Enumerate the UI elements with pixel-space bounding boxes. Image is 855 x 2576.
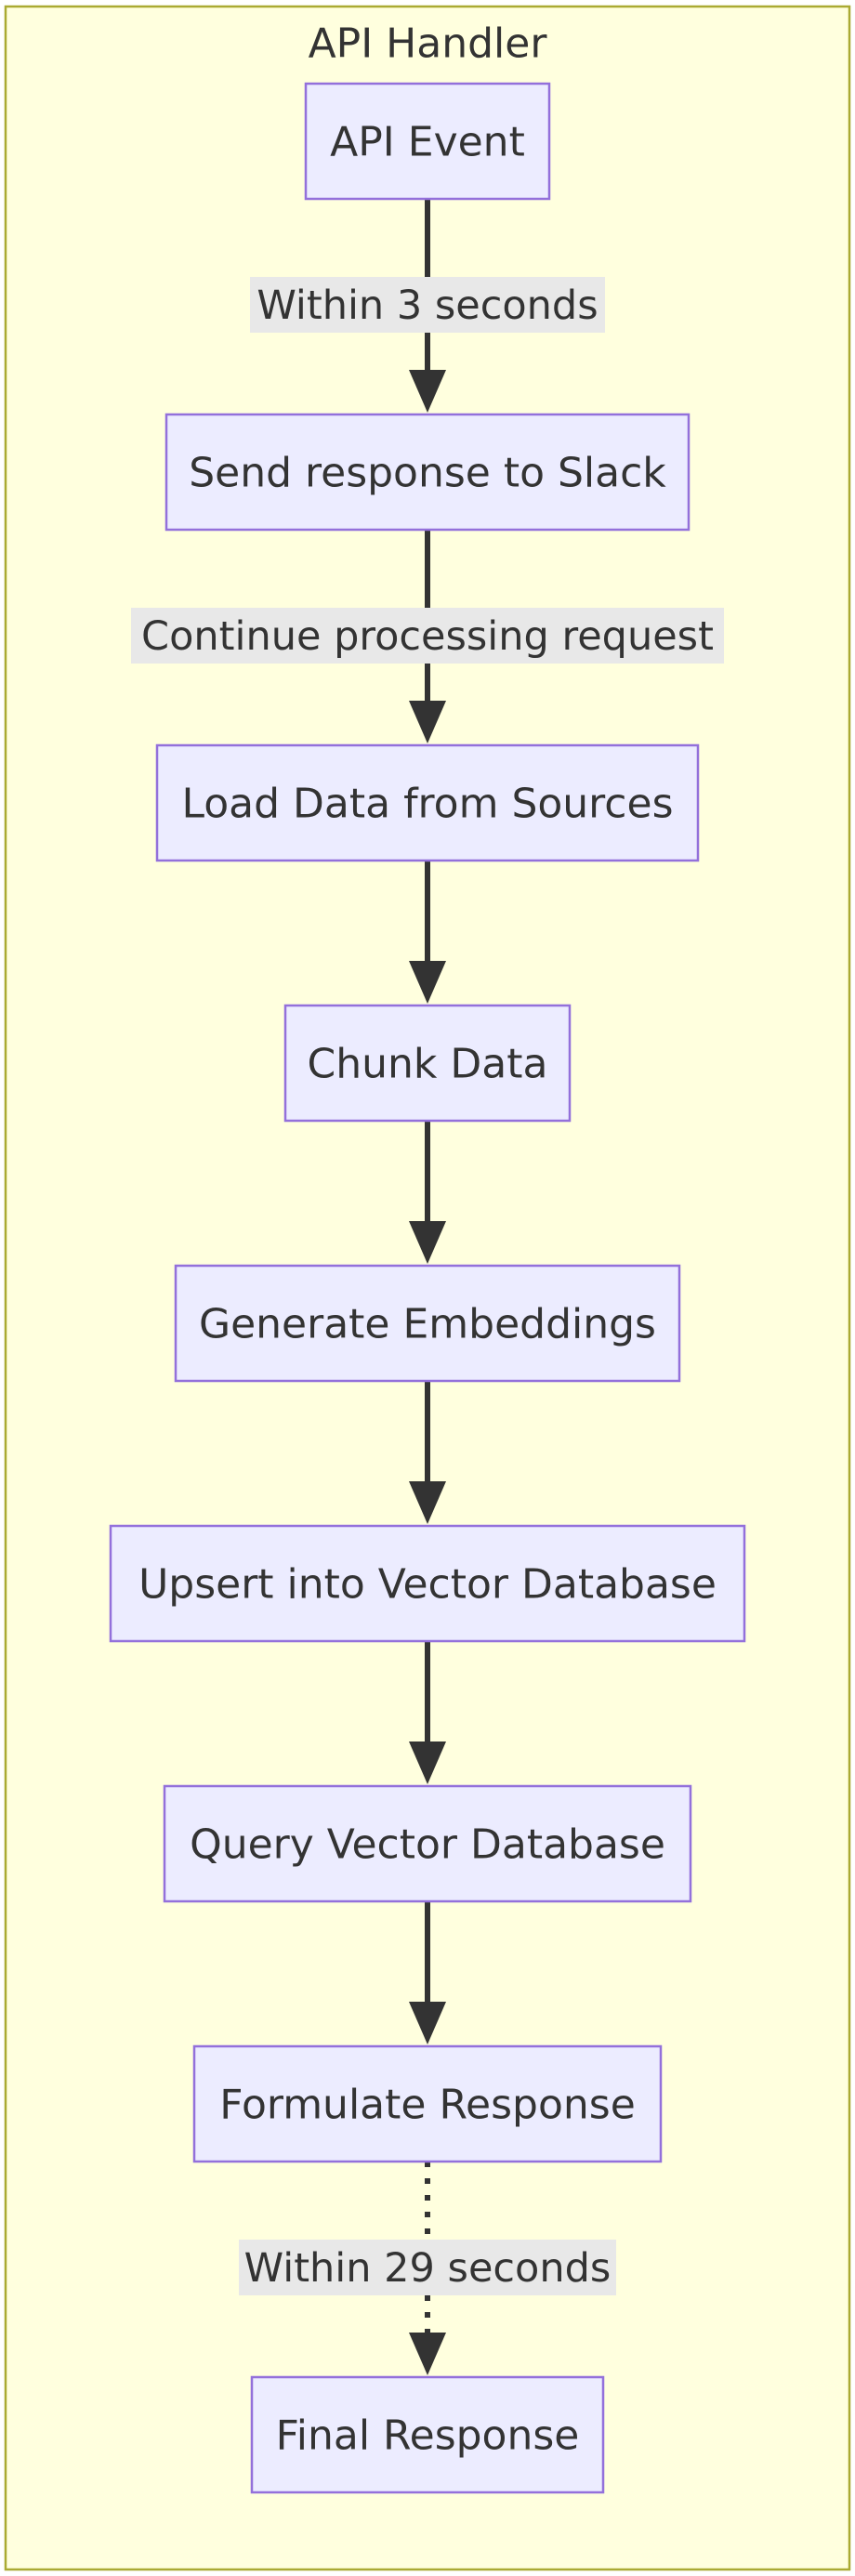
arrowhead	[409, 1741, 446, 1784]
node-box	[155, 743, 700, 862]
edge-label: Continue processing request	[141, 613, 714, 660]
node-upsert-into-vector-database: Upsert into Vector Database	[109, 1524, 746, 1643]
node-label: Query Vector Database	[190, 1821, 665, 1869]
node-box	[164, 413, 691, 532]
node-load-data-from-sources: Load Data from Sources	[155, 743, 700, 862]
node-box	[192, 2044, 663, 2163]
node-send-response-to-slack: Send response to Slack	[164, 413, 691, 532]
node-box	[283, 1004, 572, 1123]
node-box	[250, 2375, 605, 2494]
node-label: API Event	[330, 119, 525, 166]
node-generate-embeddings: Generate Embeddings	[174, 1264, 681, 1383]
node-chunk-data: Chunk Data	[283, 1004, 572, 1123]
node-label: Final Response	[276, 2412, 580, 2460]
arrowhead	[409, 2002, 446, 2044]
node-label: Load Data from Sources	[181, 781, 673, 828]
edge-label-background	[131, 608, 724, 664]
edge-query-to-formulate	[409, 1901, 446, 2044]
edge-label: Within 3 seconds	[256, 283, 598, 329]
edge-generate-embeddings-to-upsert	[409, 1381, 446, 1524]
edge-label-background	[250, 277, 605, 333]
edge-send-response-to-load-data: Continue processing request	[131, 530, 724, 743]
edge-label: Within 29 seconds	[244, 2245, 612, 2292]
arrowhead	[409, 961, 446, 1004]
node-label: Generate Embeddings	[199, 1301, 656, 1348]
edge-upsert-to-query	[409, 1641, 446, 1784]
edge-api-event-to-send-response: Within 3 seconds	[250, 199, 605, 413]
node-final-response: Final Response	[250, 2375, 605, 2494]
edge-load-data-to-chunk-data	[409, 861, 446, 1004]
arrowhead	[409, 701, 446, 743]
cluster-title: API Handler	[309, 20, 548, 68]
arrowhead	[409, 1221, 446, 1264]
arrowhead	[409, 2333, 446, 2375]
node-label: Formulate Response	[219, 2082, 636, 2129]
node-api-event: API Event	[304, 82, 551, 201]
node-query-vector-database: Query Vector Database	[163, 1784, 692, 1903]
edge-chunk-data-to-generate-embeddings	[409, 1121, 446, 1264]
node-label: Upsert into Vector Database	[138, 1561, 717, 1609]
node-box	[304, 82, 551, 201]
node-box	[109, 1524, 746, 1643]
node-label: Send response to Slack	[189, 450, 666, 497]
node-box	[174, 1264, 681, 1383]
edge-formulate-to-final-response: Within 29 seconds	[239, 2162, 616, 2375]
node-box	[163, 1784, 692, 1903]
arrowhead	[409, 1481, 446, 1524]
node-label: Chunk Data	[308, 1041, 548, 1088]
edge-label-background	[239, 2240, 616, 2295]
arrowhead	[409, 370, 446, 413]
node-formulate-response: Formulate Response	[192, 2044, 663, 2163]
